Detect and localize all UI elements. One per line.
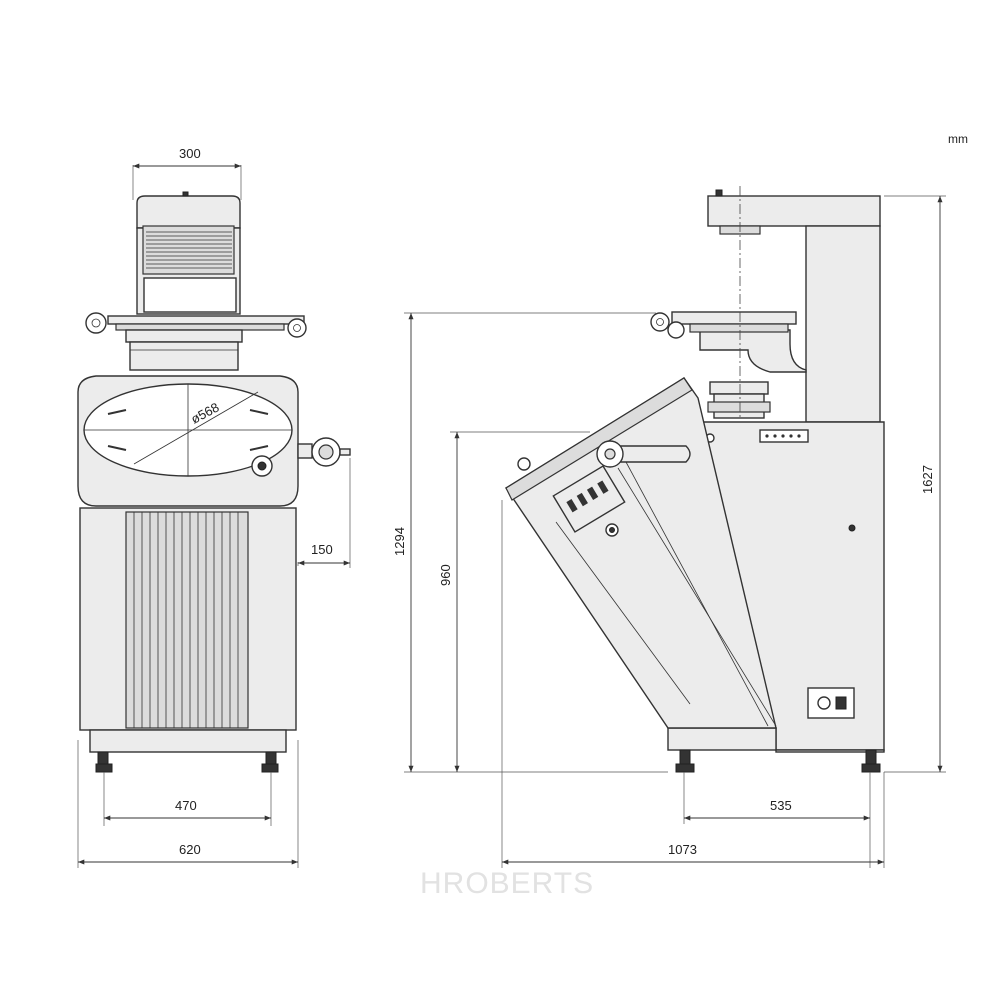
dim-stage-height: 1294	[392, 527, 407, 556]
front-dimensions: 300 150 470 620	[77, 146, 351, 868]
column	[699, 189, 881, 423]
front-view: ø568	[77, 146, 351, 868]
xy-stage	[85, 312, 307, 371]
dim-side-feet-span: 535	[770, 798, 792, 813]
inclined-housing	[505, 377, 777, 729]
dim-total-height: 1627	[920, 465, 935, 494]
lens-turret	[707, 381, 771, 419]
front-cabinet	[79, 507, 297, 773]
left-stage-knob	[85, 312, 107, 334]
side-view: 1627 1294 960 535 1073	[392, 186, 946, 868]
watermark-text: HROBERTS	[420, 867, 594, 900]
dim-total-width: 620	[179, 842, 201, 857]
dim-top-width: 300	[179, 146, 201, 161]
dim-total-depth: 1073	[668, 842, 697, 857]
dim-handwheel-offset: 150	[311, 542, 333, 557]
right-stage-knob	[287, 318, 307, 338]
side-dimensions: 1627 1294 960 535 1073	[392, 195, 946, 868]
dim-screen-height: 960	[438, 564, 453, 586]
projection-head	[136, 191, 241, 315]
screen-console: ø568	[77, 375, 299, 507]
power-panel	[807, 687, 855, 719]
front-handwheel	[297, 437, 351, 467]
inclined-control-panel	[552, 465, 626, 533]
unit-label: mm	[948, 132, 968, 146]
side-stage	[650, 311, 797, 339]
dim-feet-span: 470	[175, 798, 197, 813]
